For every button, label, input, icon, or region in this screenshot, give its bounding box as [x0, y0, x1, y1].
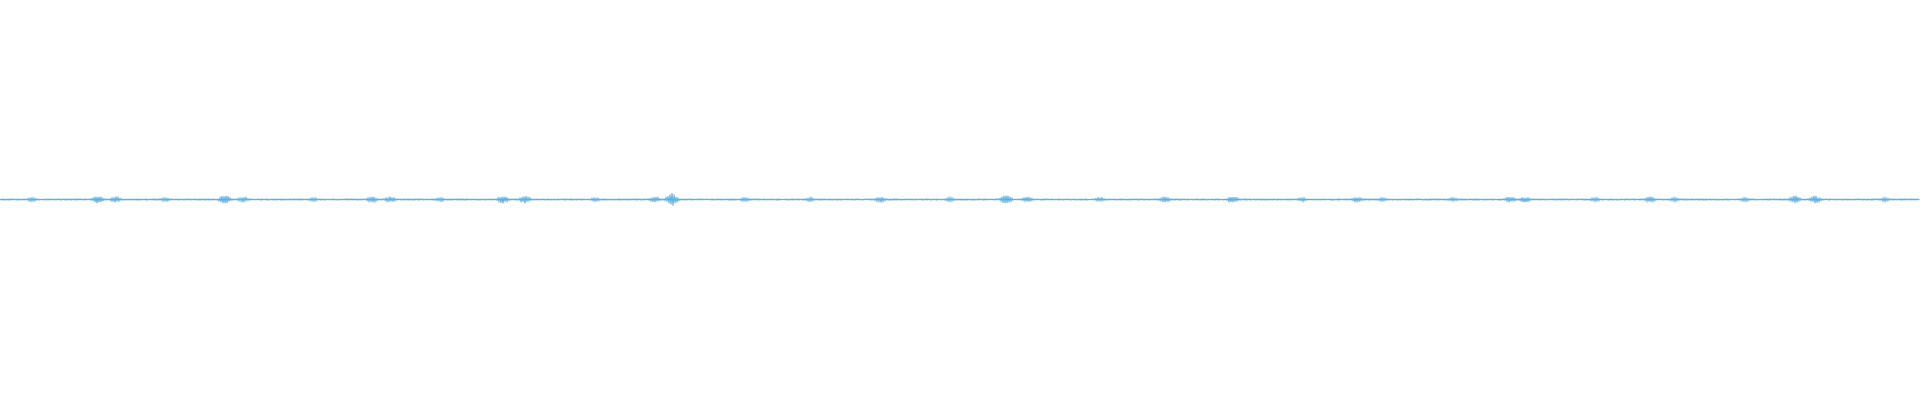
waveform-path	[0, 192, 1920, 206]
